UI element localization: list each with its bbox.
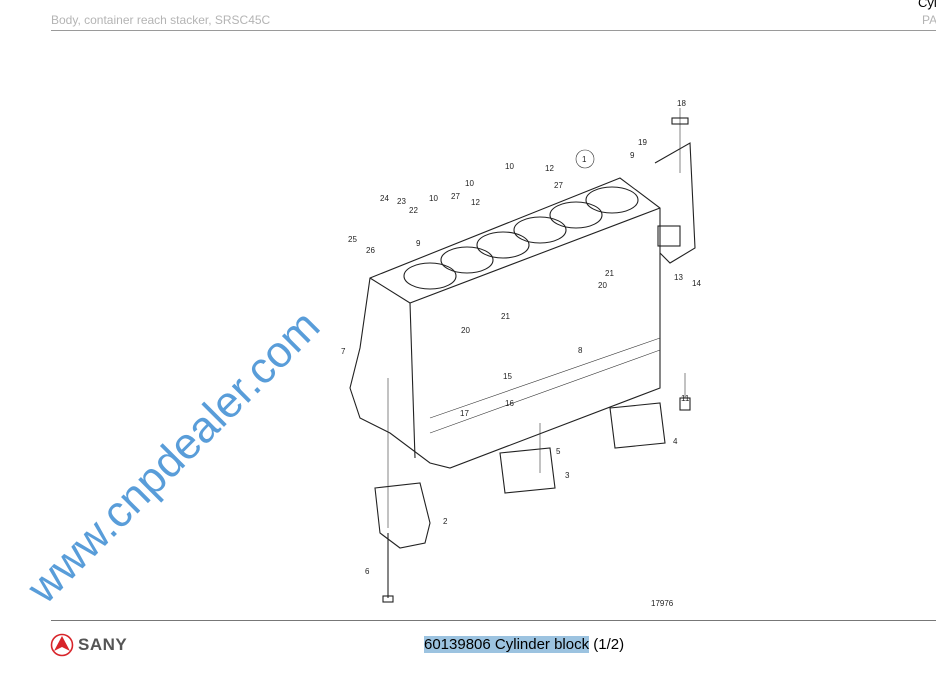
section-title-fragment: Cyli [918, 0, 936, 10]
callout: 26 [366, 246, 375, 255]
watermark: www.cnpdealer.com [17, 301, 330, 613]
caption-selected-text[interactable]: 60139806 Cylinder block [424, 636, 590, 653]
callout-labels: 18 19 9 1 10 12 27 10 27 12 24 23 22 25 … [341, 99, 701, 608]
callout: 19 [638, 138, 647, 147]
callout: 23 [397, 197, 406, 206]
callout: 8 [578, 346, 583, 355]
callout: 12 [471, 198, 480, 207]
callout: 10 [505, 162, 514, 171]
diagram-drawing: 18 19 9 1 10 12 27 10 27 12 24 23 22 25 … [341, 99, 701, 608]
callout: 6 [365, 567, 370, 576]
callout-circle [575, 149, 595, 169]
page-caption: 60139806 Cylinder block (1/2) [424, 636, 624, 653]
callout: 10 [465, 179, 474, 188]
callout: 9 [630, 151, 635, 160]
callout: 1 [582, 155, 587, 164]
figure-number: 17976 [651, 599, 674, 608]
engine-block-outline [349, 108, 696, 603]
callout: 14 [692, 279, 701, 288]
footer-divider [51, 620, 936, 621]
callout: 16 [505, 399, 514, 408]
callout: 2 [443, 517, 448, 526]
header-divider [51, 30, 936, 31]
callout: 20 [598, 281, 607, 290]
callout: 18 [677, 99, 686, 108]
sany-logo-icon [50, 633, 74, 657]
callout: 5 [556, 447, 561, 456]
callout: 17 [460, 409, 469, 418]
callout: 10 [429, 194, 438, 203]
callout: 21 [605, 269, 614, 278]
document-title: Body, container reach stacker, SRSC45C [51, 13, 271, 27]
callout: 21 [501, 312, 510, 321]
callout: 9 [416, 239, 421, 248]
callout: 4 [673, 437, 678, 446]
callout: 20 [461, 326, 470, 335]
callout: 25 [348, 235, 357, 244]
callout: 7 [341, 347, 346, 356]
callout: 3 [565, 471, 570, 480]
sany-logo: SANY [50, 633, 127, 657]
brand-name: SANY [78, 635, 128, 654]
caption-page-number: (1/2) [589, 636, 625, 653]
callout: 12 [545, 164, 554, 173]
callout: 13 [674, 273, 683, 282]
callout: 24 [380, 194, 389, 203]
page-label-fragment: PA [922, 13, 936, 27]
cylinder-block-exploded-diagram: 18 19 9 1 10 12 27 10 27 12 24 23 22 25 … [330, 88, 730, 612]
callout: 27 [451, 192, 460, 201]
callout: 22 [409, 206, 418, 215]
callout: 15 [503, 372, 512, 381]
callout: 11 [681, 394, 690, 403]
callout: 27 [554, 181, 563, 190]
